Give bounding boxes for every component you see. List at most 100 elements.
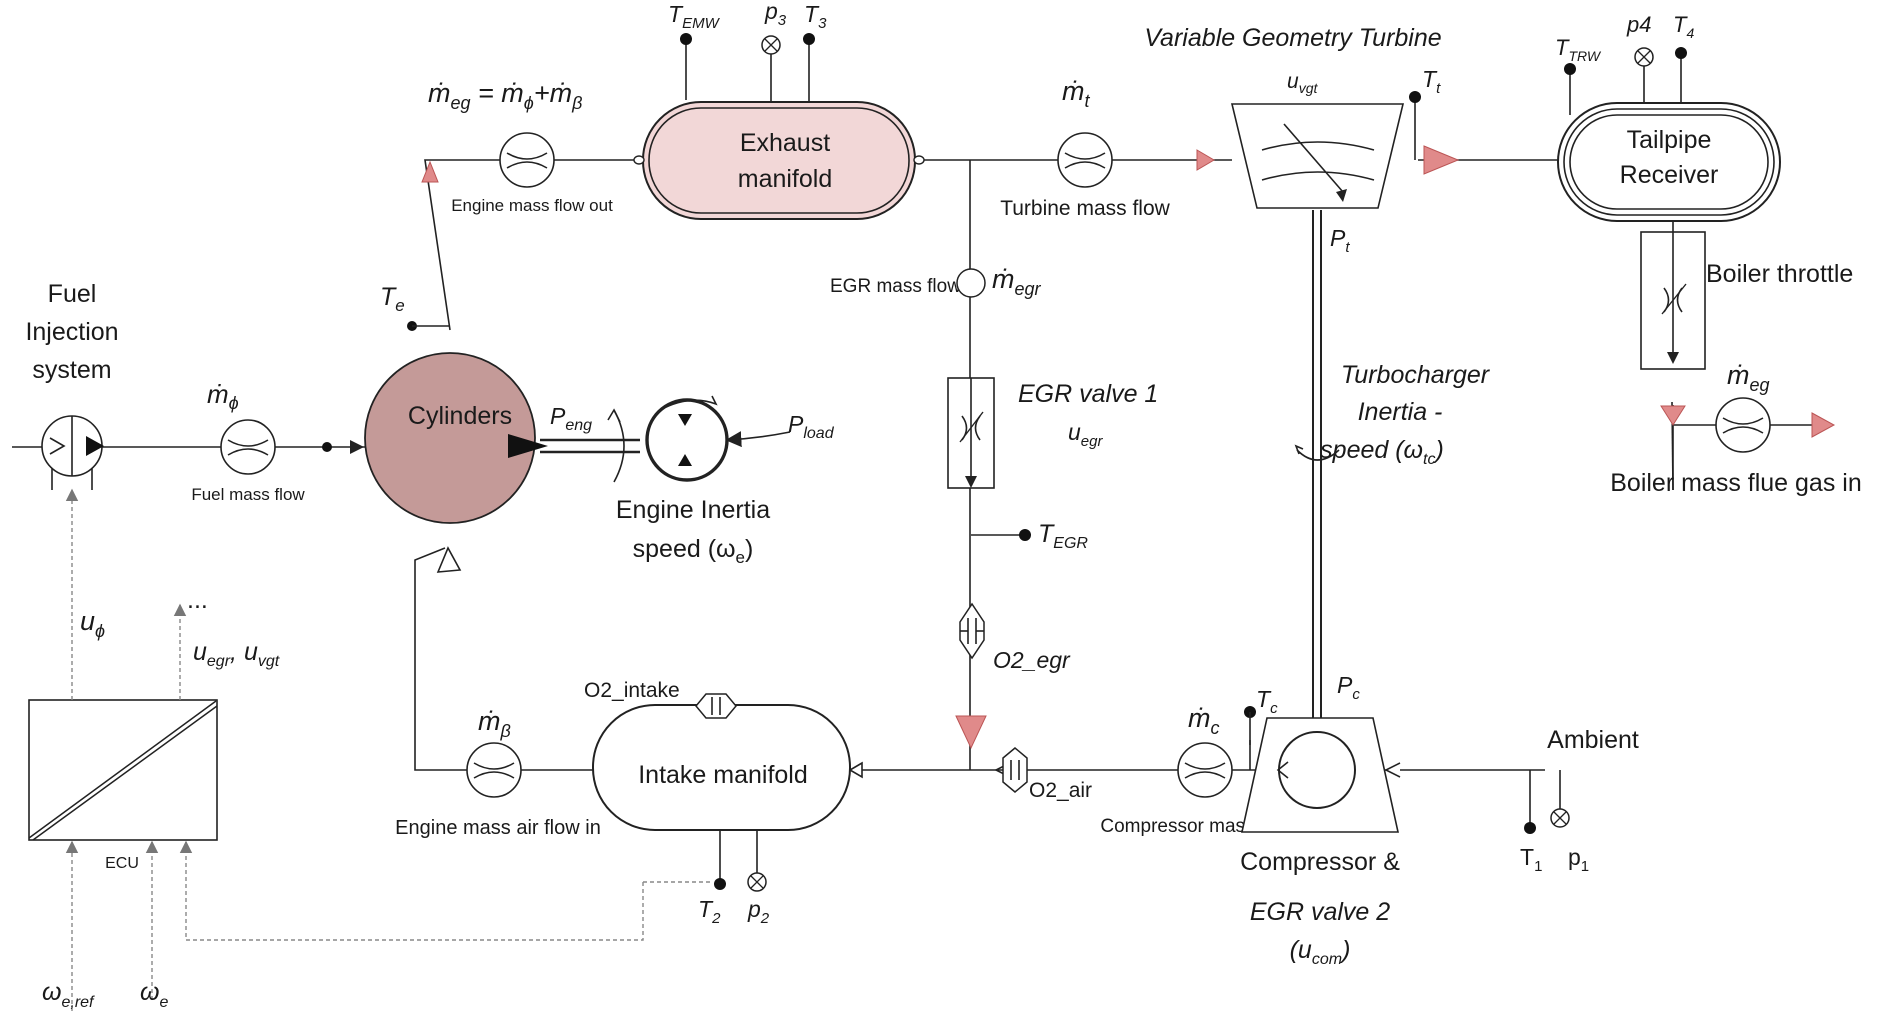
engine-mass-air-flow-in: ṁβ Engine mass air flow in (395, 706, 601, 839)
fuel-flow-meter-icon (220, 419, 276, 475)
exhaust-manifold-vessel (642, 101, 916, 220)
ttrw-label: TTRW (1555, 35, 1602, 64)
compressor-line1: Compressor & (1240, 848, 1400, 876)
engine-out-label: Engine mass flow out (451, 196, 613, 215)
ecu-label: ECU (105, 855, 139, 872)
boiler-flow-meter-icon (1715, 397, 1771, 453)
egr-flow-meter-icon (956, 268, 986, 298)
ucom-label: (ucom) (1290, 936, 1351, 968)
w-e-label: ωe (140, 978, 168, 1011)
egr-flow-label: EGR mass flow (830, 276, 961, 297)
fuel-flow-label: Fuel mass flow (191, 485, 305, 504)
fuel-mdot-label: ṁϕ (207, 379, 239, 413)
p2-label: p2 (747, 896, 770, 927)
p4-label: p4 (1626, 12, 1651, 37)
mt-label: ṁt (1062, 76, 1091, 111)
ecu: ECU uϕ ... uegr, uvgt ωe,ref ωe (28, 488, 712, 1011)
exhaust-manifold: Exhaust manifold TEMW p3 T3 (633, 0, 925, 220)
ambient: Ambient T1 p1 (1520, 726, 1639, 875)
temw-sensor-icon (680, 33, 692, 45)
p-load-label: Pload (788, 411, 835, 442)
compressor: ṁc Compressor mass flow Tc Pc Compressor… (1100, 672, 1401, 968)
u-egr-vgt-label: uegr, uvgt (193, 638, 280, 670)
p3-label: p3 (764, 0, 787, 29)
intake-manifold: O2_air Intake manifold O2_intake T2 p2 (584, 679, 1092, 927)
exhaust-manifold-line2: manifold (738, 165, 833, 193)
pt-label: Pt (1330, 225, 1350, 256)
fuel-mass-flow-meter: ṁϕ Fuel mass flow (191, 379, 364, 504)
engine-inertia: Peng Pload Engine Inertia speed (ωe) (550, 395, 835, 567)
tailpipe-line2: Receiver (1620, 161, 1719, 189)
t1-sensor-icon (1524, 822, 1536, 834)
fuel-system-line1: Fuel (48, 280, 97, 308)
engine-inertia-line1: Engine Inertia (616, 496, 770, 524)
boiler-throttle: Boiler throttle ṁeg Boiler mass flue gas… (1610, 231, 1862, 497)
mb-label: ṁβ (478, 706, 511, 741)
w-eref-label: ωe,ref (42, 978, 95, 1011)
p-eng-label: Peng (550, 403, 592, 434)
t1-label: T1 (1520, 844, 1542, 875)
air-flow-meter-icon (466, 742, 522, 798)
t3-sensor-icon (803, 33, 815, 45)
boiler-throttle-label: Boiler throttle (1706, 260, 1853, 288)
p1-label: p1 (1568, 844, 1589, 875)
ambient-label: Ambient (1547, 726, 1639, 754)
compressor-line2: EGR valve 2 (1250, 898, 1390, 926)
t2-sensor-icon (714, 878, 726, 890)
o2-intake-label: O2_intake (584, 679, 680, 702)
uegr-label: uegr (1068, 419, 1103, 450)
egr-valve-1-label: EGR valve 1 (1018, 380, 1158, 408)
cylinders-block (364, 352, 536, 524)
compressor-flow-meter-icon (1177, 742, 1233, 798)
engine-flywheel-icon (645, 398, 729, 482)
engine-out-meter-icon (499, 132, 555, 188)
exhaust-manifold-line1: Exhaust (740, 129, 830, 157)
vgt-title: Variable Geometry Turbine (1144, 24, 1441, 52)
cylinders-label: Cylinders (408, 402, 512, 430)
o2-air-label: O2_air (1029, 779, 1092, 802)
o2-intake-sensor-icon (695, 693, 737, 719)
turbine-mass-flow: ṁt Turbine mass flow (1000, 76, 1215, 220)
air-flow-label: Engine mass air flow in (395, 817, 601, 839)
tc-label: Tc (1256, 686, 1278, 717)
engine-mass-flow-out: ṁeg = ṁϕ+ṁβ Engine mass flow out (428, 78, 613, 215)
variable-geometry-turbine: Variable Geometry Turbine uvgt Tt Pt (1144, 24, 1460, 256)
boiler-flow-label: Boiler mass flue gas in (1610, 469, 1862, 497)
fuel-injection-system: Fuel Injection system (25, 280, 119, 490)
pc-label: Pc (1337, 672, 1360, 703)
uvgt-label: uvgt (1287, 70, 1318, 96)
turbocharger: Turbocharger Inertia - speed (ωtc) (1294, 361, 1491, 468)
o2-air-sensor-icon (1002, 747, 1028, 793)
turbine-body (1230, 103, 1405, 209)
tt-label: Tt (1422, 66, 1441, 97)
meg-formula: ṁeg = ṁϕ+ṁβ (428, 78, 582, 113)
tailpipe-vessel (1557, 102, 1781, 222)
boiler-meg-label: ṁeg (1727, 360, 1770, 395)
temw-label: TEMW (668, 1, 721, 32)
mc-label: ṁc (1188, 703, 1220, 738)
intake-manifold-label: Intake manifold (638, 761, 808, 789)
t3-label: T3 (804, 1, 827, 32)
compressor-wheel-icon (1278, 731, 1356, 809)
fuel-system-line3: system (32, 356, 111, 384)
ecu-more-dots: ... (187, 586, 208, 614)
ttrw-sensor-icon (1564, 63, 1576, 75)
turbocharger-line2: Inertia - (1358, 398, 1443, 426)
u-phi-label: uϕ (80, 606, 105, 641)
fuel-system-line2: Injection (25, 318, 118, 346)
t4-label: T4 (1673, 12, 1694, 41)
t4-sensor-icon (1675, 47, 1687, 59)
te-label: Te (380, 283, 405, 315)
engine-inertia-line2: speed (ωe) (633, 535, 754, 567)
megr-label: ṁegr (992, 264, 1042, 299)
tegr-label: TEGR (1038, 520, 1088, 552)
turbine-flow-meter-icon (1057, 132, 1113, 188)
o2-egr-label: O2_egr (993, 647, 1071, 673)
egr-path: EGR mass flow ṁegr EGR valve 1 uegr TEGR… (830, 264, 1158, 750)
tegr-sensor-icon (1019, 529, 1031, 541)
tailpipe-line1: Tailpipe (1627, 126, 1712, 154)
tt-sensor-icon (1409, 91, 1421, 103)
turbocharger-line1: Turbocharger (1341, 361, 1491, 389)
tailpipe-receiver: Tailpipe Receiver TTRW p4 T4 (1555, 12, 1781, 222)
